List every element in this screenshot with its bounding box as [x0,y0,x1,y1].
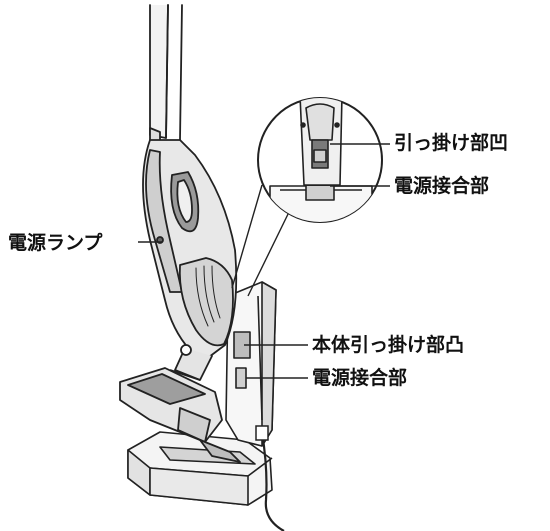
label-power-lamp: 電源ランプ [8,232,103,254]
cord-clip [255,425,269,441]
label-power-connector-top: 電源接合部 [394,175,490,197]
label-power-connector-bottom: 電源接合部 [312,367,408,389]
power-cord [260,431,285,531]
floor-nozzle [119,367,241,463]
label-body-hook-protrusion: 本体引っ掛け部凸 [312,334,465,356]
charging-base [127,431,273,506]
leader-lines [138,143,390,379]
charging-stand [225,281,277,447]
detail-magnifier [231,97,383,297]
vacuum-body [142,4,238,381]
label-hook-recess: 引っ掛け部凹 [394,132,509,154]
